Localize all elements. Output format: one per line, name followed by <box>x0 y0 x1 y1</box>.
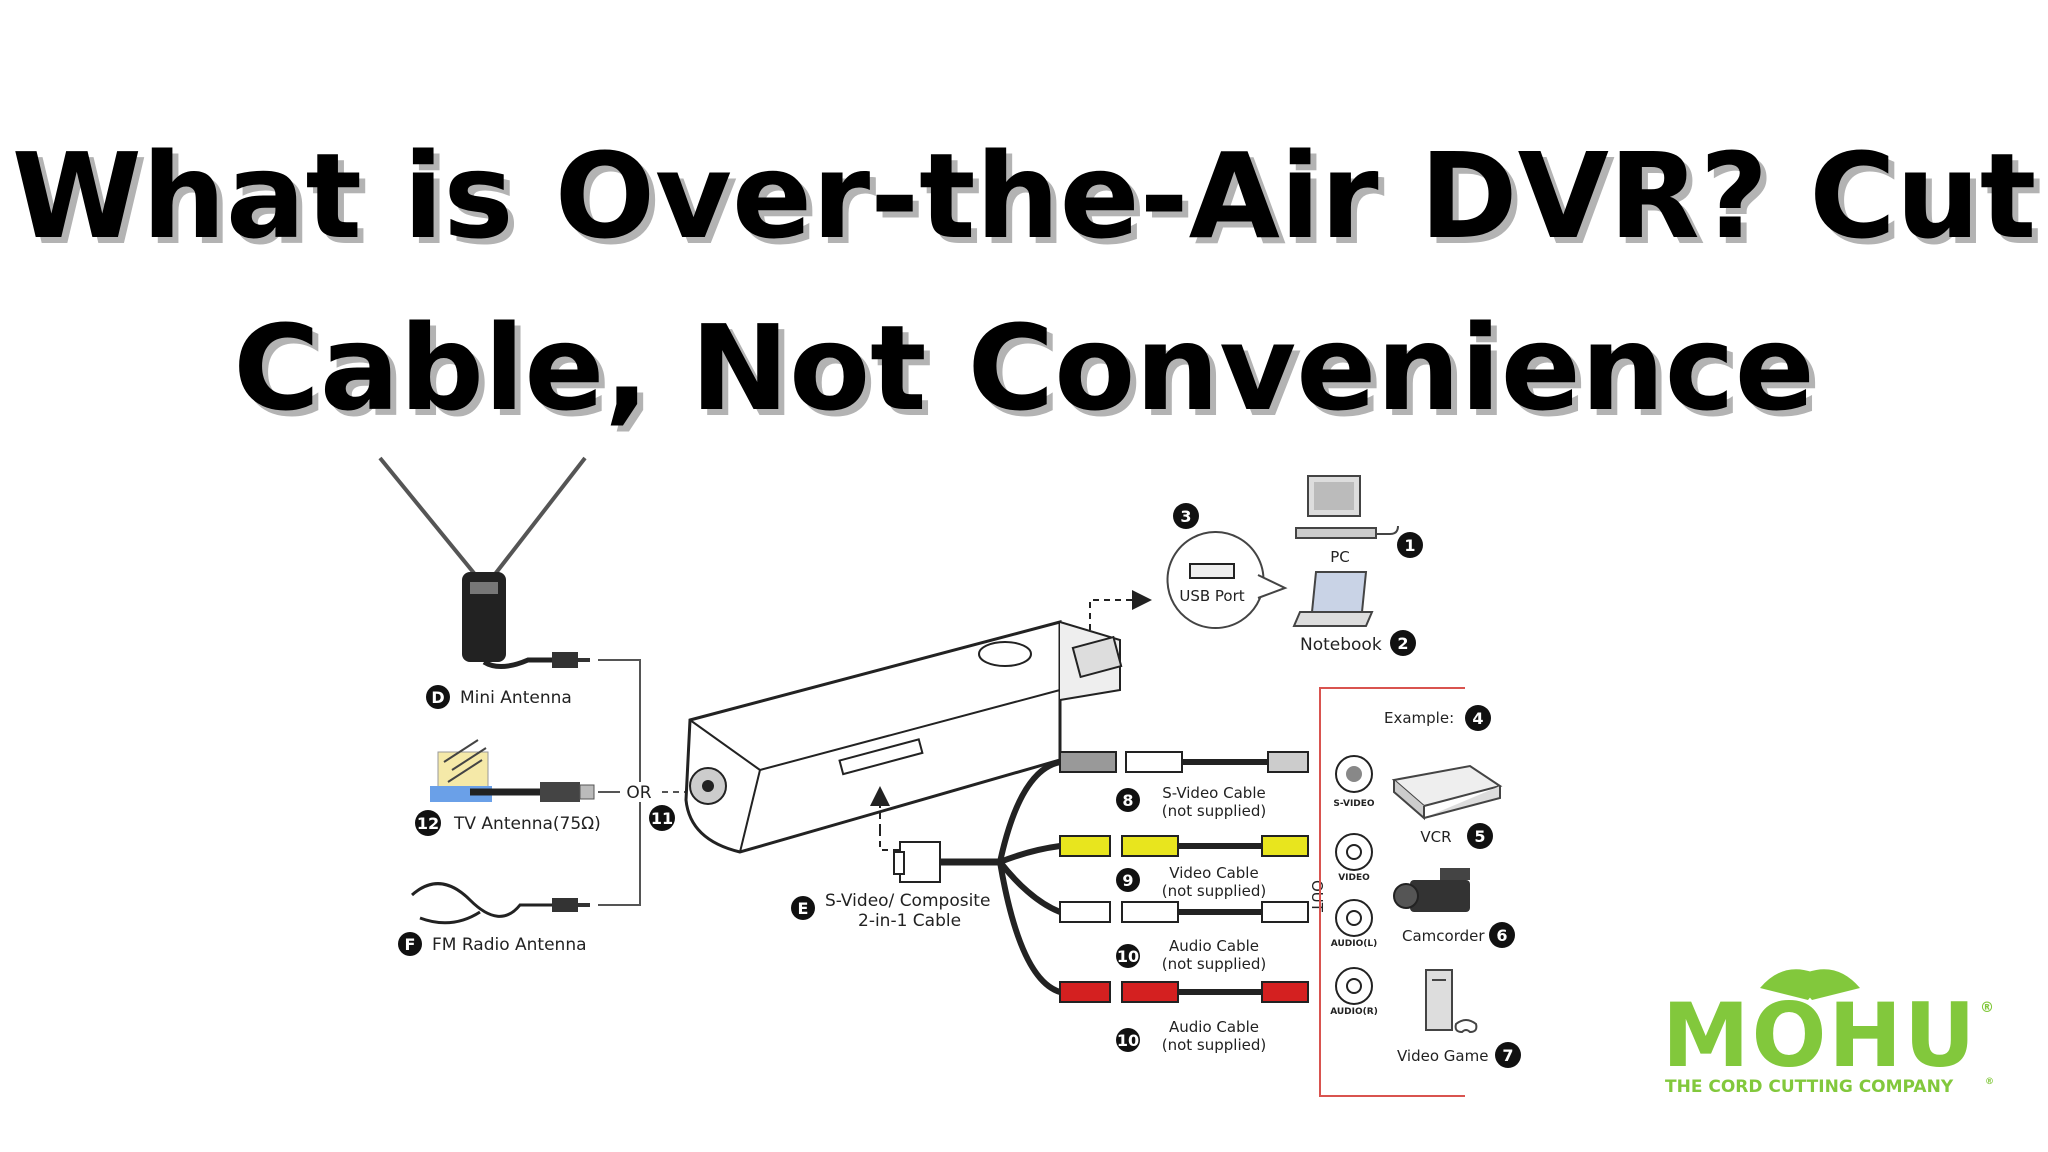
jack-audio-right <box>1335 967 1373 1005</box>
badge-11 <box>649 805 675 831</box>
badge-f <box>398 932 422 956</box>
badge-10a-text: 10 <box>1117 947 1139 966</box>
label-vcr: VCR <box>1420 828 1451 846</box>
badge-e <box>791 896 815 920</box>
label-video-game: Video Game <box>1397 1047 1488 1065</box>
video-cable <box>1059 835 1309 857</box>
badge-10b <box>1116 1028 1140 1052</box>
label-composite-1: S-Video/ Composite <box>825 891 990 911</box>
mohu-logo: MOHU ® THE CORD CUTTING COMPANY ® <box>1662 969 1994 1097</box>
label-camcorder: Camcorder <box>1402 927 1485 945</box>
audio-cable-white <box>1059 901 1309 923</box>
label-jack-video: VIDEO <box>1338 873 1370 883</box>
label-audio-cable-a-2: (not supplied) <box>1162 955 1267 973</box>
headline-line-2: Cable, Not Convenience <box>233 299 1815 437</box>
label-tv-antenna: TV Antenna(75Ω) <box>453 814 601 834</box>
label-composite-2: 2-in-1 Cable <box>858 911 961 931</box>
badge-8 <box>1116 788 1140 812</box>
label-fm-antenna: FM Radio Antenna <box>432 935 587 955</box>
video-game-icon <box>1425 969 1478 1034</box>
badge-4-text: 4 <box>1472 709 1483 728</box>
badge-10a <box>1116 944 1140 968</box>
badge-1-text: 1 <box>1404 536 1415 555</box>
badge-11-text: 11 <box>651 809 673 828</box>
label-pc: PC <box>1330 548 1350 566</box>
label-out: OUT <box>1308 880 1326 913</box>
badge-7 <box>1495 1042 1521 1068</box>
label-audio-cable-b-1: Audio Cable <box>1169 1018 1259 1036</box>
badge-3 <box>1173 503 1199 529</box>
badge-7-text: 7 <box>1502 1046 1513 1065</box>
camcorder-icon <box>1393 868 1470 912</box>
notebook-icon <box>1292 571 1374 627</box>
label-video-cable-2: (not supplied) <box>1162 882 1267 900</box>
badge-e-text: E <box>798 899 809 918</box>
stick-to-usb-arrow <box>1089 590 1152 630</box>
badge-1 <box>1397 532 1423 558</box>
fm-antenna-illustration <box>411 882 590 925</box>
label-notebook: Notebook <box>1300 635 1382 655</box>
label-mini-antenna: Mini Antenna <box>460 688 572 708</box>
svideo-cable <box>1059 751 1309 773</box>
badge-12-text: 12 <box>417 814 439 833</box>
jack-audio-left <box>1335 899 1373 937</box>
badge-6-text: 6 <box>1496 926 1507 945</box>
logo-leaf-left <box>1760 969 1815 1000</box>
label-or: OR <box>626 783 651 803</box>
label-video-cable-1: Video Cable <box>1169 864 1258 882</box>
badge-5 <box>1467 823 1493 849</box>
tv-antenna-illustration <box>430 739 595 802</box>
label-audio-cable-a-1: Audio Cable <box>1169 937 1259 955</box>
pc-icon <box>1295 475 1399 539</box>
usb-tuner-stick <box>684 620 1123 854</box>
badge-2 <box>1390 630 1416 656</box>
badge-12 <box>415 810 441 836</box>
logo-leaf-right <box>1805 969 1860 1000</box>
vcr-icon <box>1391 764 1503 821</box>
label-example: Example: <box>1384 709 1454 727</box>
cable-branches <box>997 759 1080 995</box>
page-headline: What is Over-the-Air DVR? Cut Cable, Not… <box>0 110 2048 454</box>
usb-port-bubble <box>1166 531 1288 629</box>
badge-3-text: 3 <box>1180 507 1191 526</box>
logo-registered-mark: ® <box>1980 1000 1994 1016</box>
device-bracket <box>1319 687 1465 1097</box>
jack-video <box>1335 833 1373 871</box>
badge-2-text: 2 <box>1397 634 1408 653</box>
jack-svideo <box>1335 755 1373 793</box>
label-jack-audio-right: AUDIO(R) <box>1330 1007 1378 1017</box>
badge-9-text: 9 <box>1122 871 1133 890</box>
label-jack-svideo: S-VIDEO <box>1333 799 1374 809</box>
audio-cable-red <box>1059 981 1309 1003</box>
mini-antenna-illustration <box>378 456 590 669</box>
label-audio-cable-b-2: (not supplied) <box>1162 1036 1267 1054</box>
badge-f-text: F <box>405 935 416 954</box>
badge-d <box>426 685 450 709</box>
label-jack-audio-left: AUDIO(L) <box>1331 939 1377 949</box>
logo-trademark-mark: ® <box>1985 1077 1994 1087</box>
composite-cable-connector <box>893 841 1000 883</box>
badge-4 <box>1465 705 1491 731</box>
badge-10b-text: 10 <box>1117 1031 1139 1050</box>
badge-d-text: D <box>431 688 444 707</box>
badge-6 <box>1489 922 1515 948</box>
label-usb-port: USB Port <box>1179 587 1244 605</box>
badge-8-text: 8 <box>1122 791 1133 810</box>
headline-line-1: What is Over-the-Air DVR? Cut <box>11 127 2037 265</box>
label-svideo-cable-1: S-Video Cable <box>1162 784 1265 802</box>
logo-tagline: THE CORD CUTTING COMPANY <box>1665 1077 1954 1097</box>
label-svideo-cable-2: (not supplied) <box>1162 802 1267 820</box>
badge-5-text: 5 <box>1474 827 1485 846</box>
badge-9 <box>1116 868 1140 892</box>
logo-wordmark: MOHU <box>1662 984 1977 1087</box>
